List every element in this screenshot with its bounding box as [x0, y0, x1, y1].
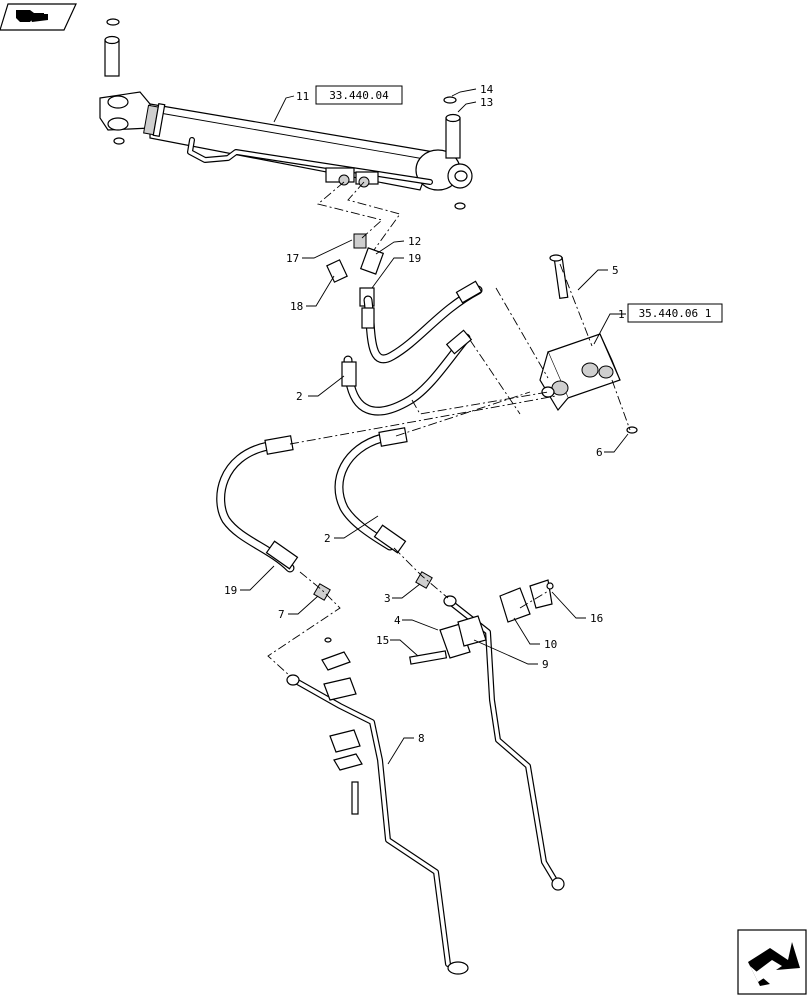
- callout-19-upper: 19: [408, 252, 421, 265]
- callout-7: 7: [278, 608, 285, 621]
- callout-16: 16: [590, 612, 603, 625]
- cylinder-reference-text: 33.440.04: [329, 89, 389, 102]
- callout-19-lower: 19: [224, 584, 237, 597]
- valve-nut: [626, 426, 638, 434]
- rigid-tubes: [286, 595, 565, 975]
- tube-clamps: [321, 579, 554, 815]
- callout-17: 17: [286, 252, 299, 265]
- back-nav-button[interactable]: [0, 3, 77, 31]
- callout-3: 3: [384, 592, 391, 605]
- rod-pin: [443, 96, 466, 210]
- callout-6: 6: [596, 446, 603, 459]
- elbow-fittings: [326, 233, 385, 307]
- leader-lines: [240, 88, 629, 765]
- adapter-fittings: [313, 571, 433, 601]
- callout-8: 8: [418, 732, 425, 745]
- callout-4: 4: [394, 614, 401, 627]
- callout-labels: 1 2 2 3 4 5 6 7 8 9 10 11 12 13 14 15 16…: [224, 83, 625, 745]
- arrow-forward-icon: [748, 942, 800, 986]
- valve-block: [539, 333, 621, 412]
- valve-bolt: [549, 254, 569, 300]
- callout-2-lower: 2: [324, 532, 331, 545]
- connection-lines: [267, 181, 631, 677]
- cylinder-reference-box[interactable]: 33.440.04: [315, 85, 403, 105]
- callout-9: 9: [542, 658, 549, 671]
- hydraulic-cylinder: [99, 18, 473, 191]
- cylinder-pin-top: [104, 18, 120, 77]
- callout-12: 12: [408, 235, 421, 248]
- forward-nav-button[interactable]: [737, 929, 807, 995]
- callout-1: 1: [618, 308, 625, 321]
- callout-10: 10: [544, 638, 557, 651]
- valve-reference-text: 35.440.06 1: [639, 307, 712, 320]
- callout-14: 14: [480, 83, 494, 96]
- hand-pointing-back-icon: [16, 10, 48, 22]
- callout-13: 13: [480, 96, 493, 109]
- hoses: [216, 280, 483, 573]
- callout-11: 11: [296, 90, 309, 103]
- callout-5: 5: [612, 264, 619, 277]
- valve-reference-box[interactable]: 35.440.06 1: [627, 303, 723, 323]
- callout-2-upper: 2: [296, 390, 303, 403]
- callout-18: 18: [290, 300, 303, 313]
- callout-15: 15: [376, 634, 389, 647]
